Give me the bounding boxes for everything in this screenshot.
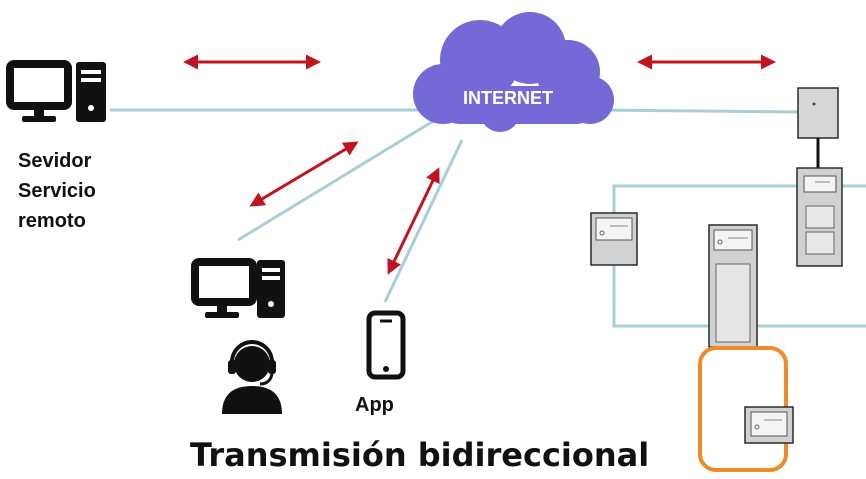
- server-label-line-2: Servicio: [18, 180, 96, 202]
- internet-label: INTERNET: [463, 88, 553, 108]
- arrow-app: [387, 167, 440, 275]
- line-operator-internet: [237, 118, 436, 242]
- server-label-line-1: Sevidor: [18, 150, 92, 172]
- desktop-computer-icon: [191, 258, 285, 318]
- diagram-title: Transmisión bidireccional: [190, 436, 650, 474]
- arrow-operator: [249, 141, 359, 207]
- control-panel-icon: [708, 224, 758, 348]
- internet-cloud: INTERNET: [413, 12, 614, 132]
- network-interface-box: [797, 87, 839, 168]
- operator-headset-icon: [222, 340, 282, 414]
- control-panel-icon: [590, 212, 638, 266]
- server-label: Sevidor Servicio remoto: [18, 146, 96, 236]
- line-app-internet: [383, 139, 464, 303]
- smartphone-icon: [366, 310, 406, 380]
- bidirectional-arrows: [183, 54, 776, 275]
- mobile-device-icon: [744, 406, 794, 444]
- desktop-computer-icon: [6, 60, 106, 122]
- line-internet-panel: [599, 108, 801, 114]
- server-label-line-3: remoto: [18, 210, 86, 232]
- control-panel-icon: [796, 167, 843, 267]
- app-label: App: [355, 394, 394, 416]
